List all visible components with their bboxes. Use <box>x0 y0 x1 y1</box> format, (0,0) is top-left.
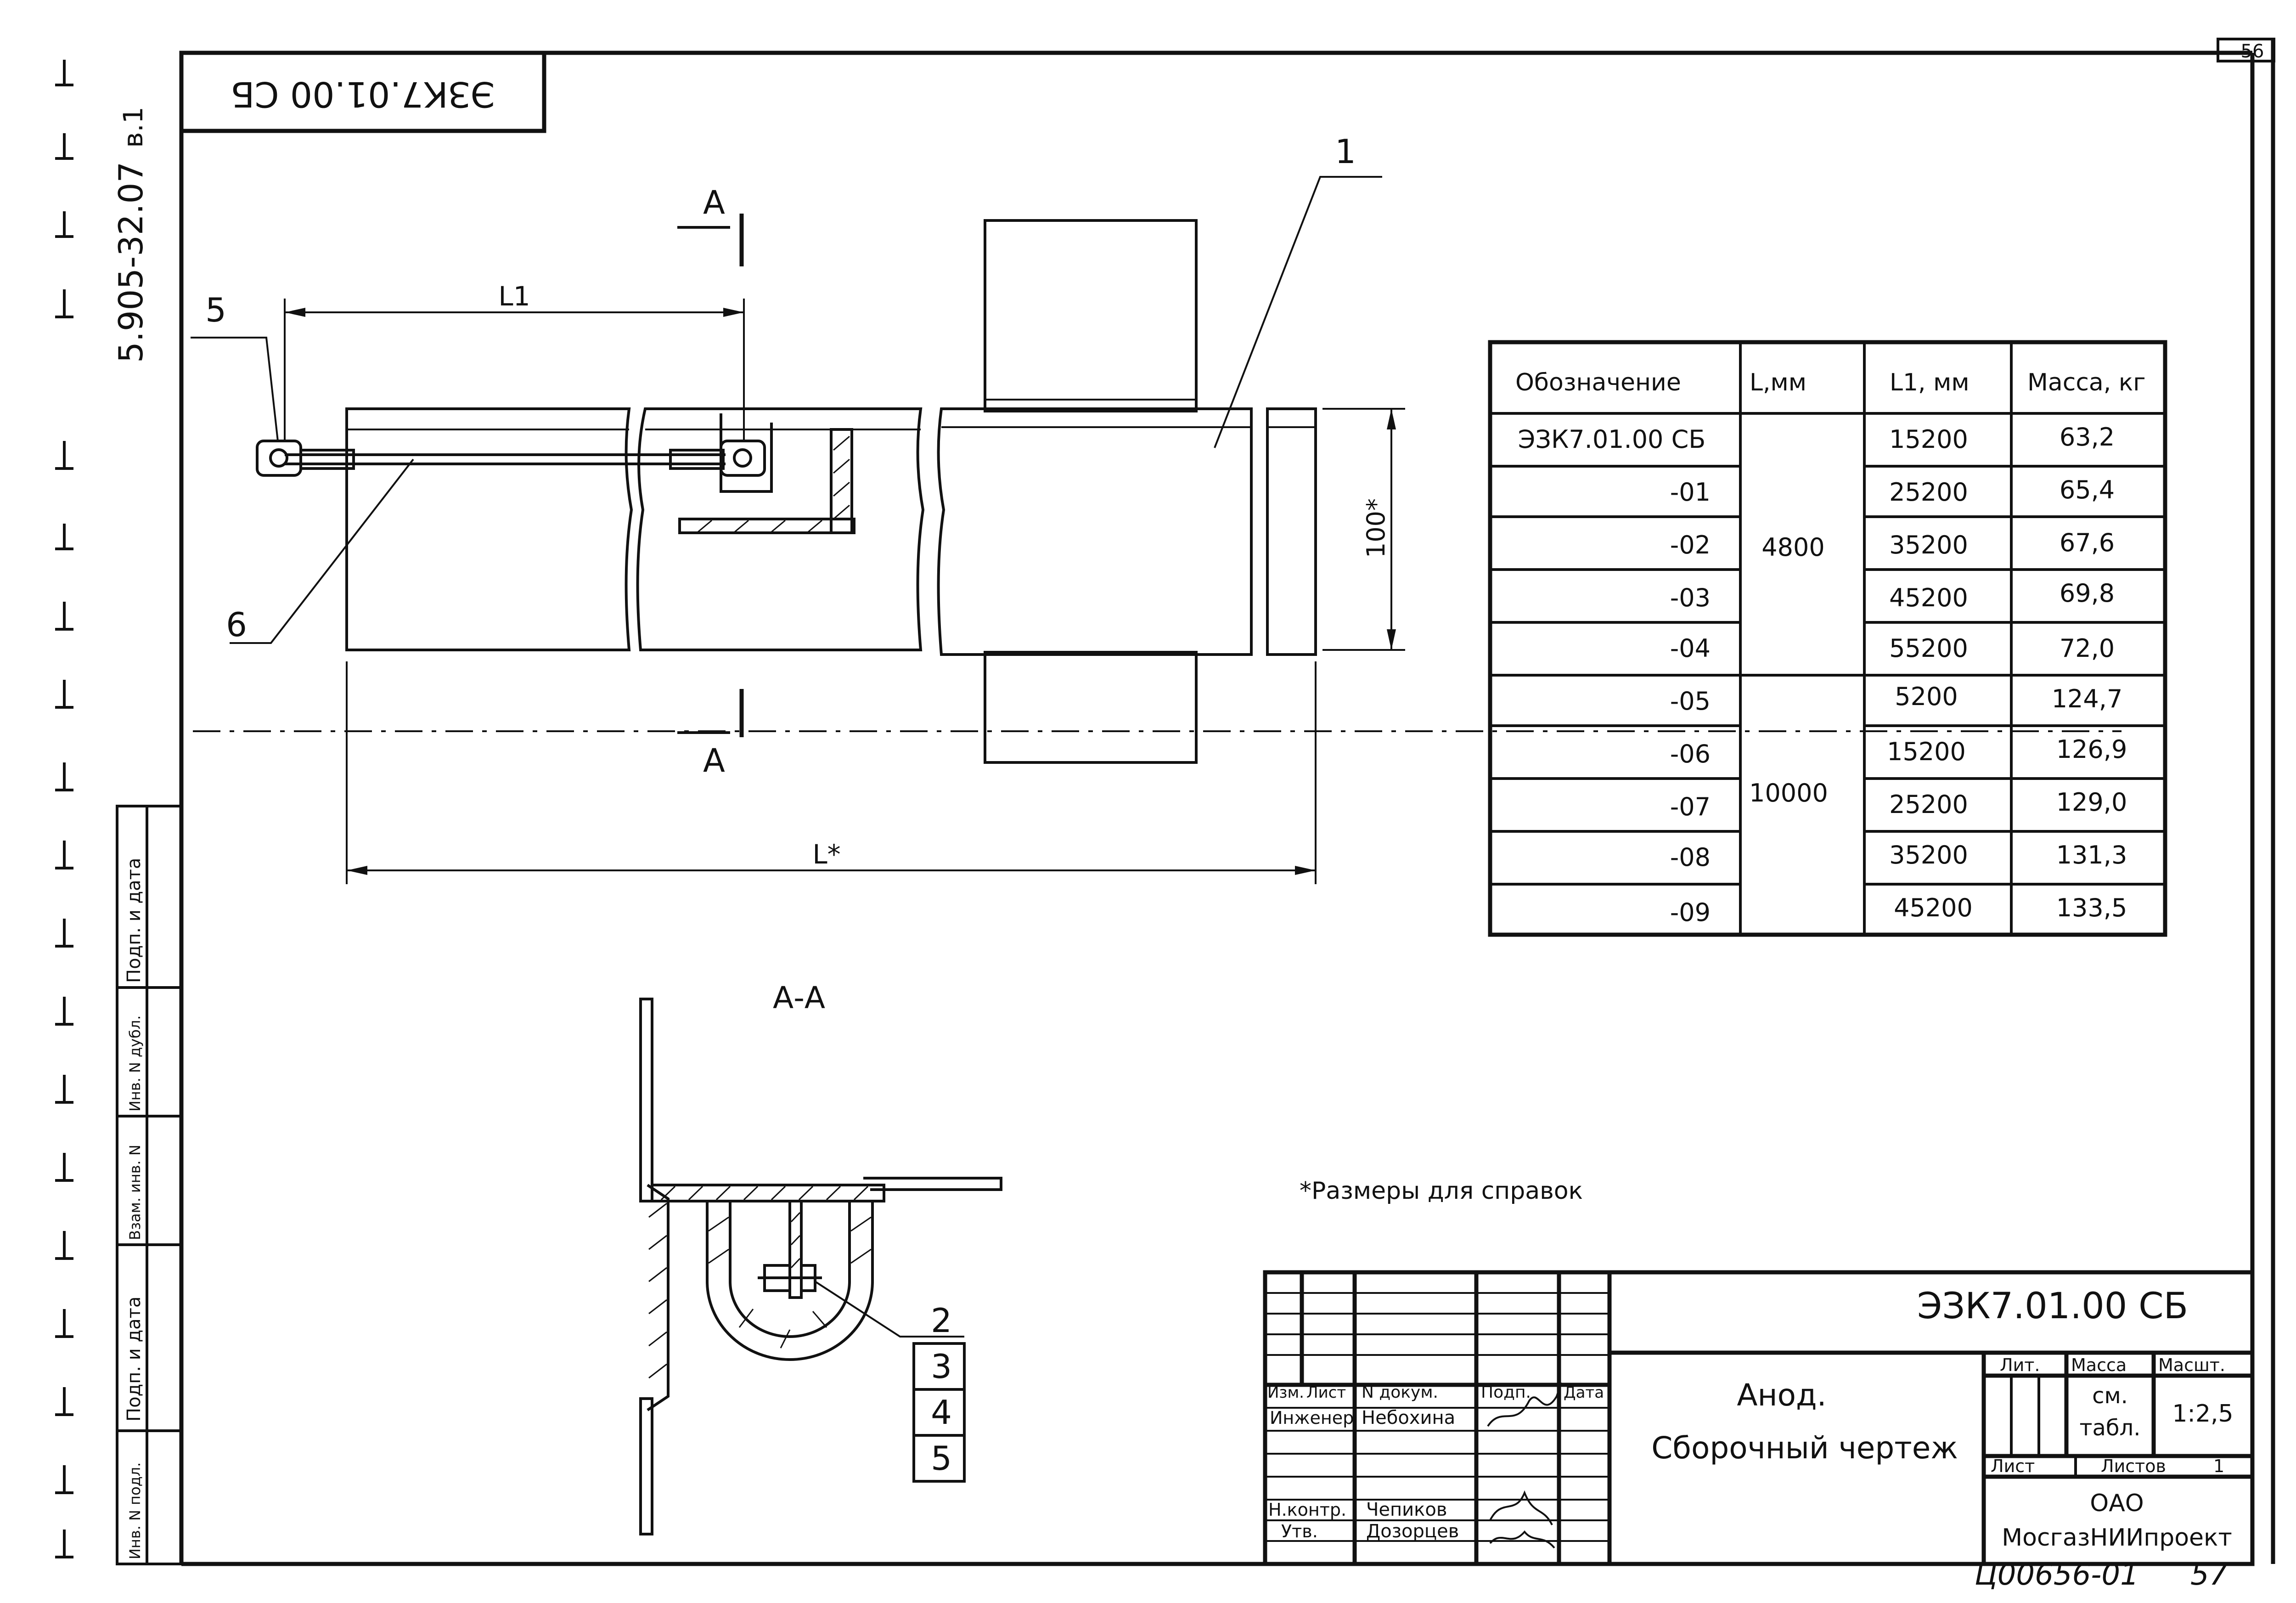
table-cell-mass: 129,0 <box>2056 788 2127 817</box>
title-scale-label: Масшт. <box>2158 1355 2225 1375</box>
title-lit-label: Лит. <box>2000 1355 2040 1375</box>
table-cell-mass: 133,5 <box>2056 893 2127 922</box>
table-cell-l-group-1: 4800 <box>1761 533 1824 562</box>
table-cell-designation: -05 <box>1670 687 1711 716</box>
table-cell-designation: -08 <box>1670 843 1711 872</box>
title-sheets-value: 1 <box>2213 1456 2224 1476</box>
position-5-label: 5 <box>205 291 226 329</box>
table-header-l: L,мм <box>1750 369 1806 396</box>
page-number-bottom: 57 <box>2190 1558 2228 1592</box>
table-cell-designation: -01 <box>1670 478 1711 507</box>
table-cell-l1: 25200 <box>1889 478 1968 507</box>
position-3-label: 3 <box>931 1347 952 1386</box>
side-stamp <box>116 805 183 1565</box>
title-sheets-label: Листов <box>2101 1456 2166 1476</box>
standard-number: 5.905-32.07в.1 <box>112 107 150 363</box>
title-org-line2: МосгазНИИпроект <box>2002 1524 2232 1552</box>
title-mass-value-1: см. <box>2092 1383 2128 1409</box>
signature-utv <box>1489 1530 1555 1549</box>
signature-engineer <box>1487 1382 1562 1427</box>
table-cell-l1: 15200 <box>1887 737 1966 766</box>
table-cell-mass: 124,7 <box>2052 684 2123 713</box>
title-sheet-label: Лист <box>1991 1456 2035 1476</box>
table-cell-l1: 35200 <box>1889 531 1968 559</box>
title-name-engineer: Небохина <box>1362 1407 1455 1428</box>
title-block-name-line1: Анод. <box>1737 1377 1826 1413</box>
position-2-label: 2 <box>931 1301 952 1340</box>
table-cell-l-group-2: 10000 <box>1749 779 1828 807</box>
title-name-utv: Дозорцев <box>1366 1521 1459 1542</box>
dimension-l-label: L* <box>812 839 840 870</box>
title-col-data: Дата <box>1564 1383 1604 1402</box>
title-col-ndoc: N докум. <box>1362 1383 1438 1402</box>
position-6-label: 6 <box>226 605 247 644</box>
table-cell-l1: 45200 <box>1894 893 1973 922</box>
side-stamp-label-3: Взам. инв. N <box>126 1145 144 1240</box>
table-cell-designation: ЭЗК7.01.00 СБ <box>1518 425 1706 454</box>
title-scale-value: 1:2,5 <box>2172 1400 2233 1428</box>
table-cell-designation: -09 <box>1670 898 1711 927</box>
signature-nkontr <box>1489 1490 1553 1525</box>
title-block-name-line2: Сборочный чертеж <box>1651 1430 1958 1466</box>
side-stamp-label-2: Инв. N дубл. <box>126 1015 144 1112</box>
main-view <box>191 176 2122 884</box>
title-role-engineer: Инженер <box>1270 1408 1354 1428</box>
page-number-top: 56 <box>2241 41 2264 62</box>
title-mass-label: Масса <box>2071 1355 2127 1375</box>
side-stamp-label-5: Инв. N подл. <box>126 1462 144 1559</box>
table-cell-l1: 5200 <box>1895 682 1958 711</box>
table-header-l1: L1, мм <box>1890 369 1970 396</box>
title-block-designation: ЭЗК7.01.00 СБ <box>1917 1286 2188 1327</box>
table-cell-designation: -07 <box>1670 792 1711 821</box>
table-cell-mass: 126,9 <box>2056 735 2127 764</box>
table-cell-mass: 72,0 <box>2060 634 2115 663</box>
table-cell-designation: -03 <box>1670 583 1711 612</box>
section-a-bottom-label: А <box>703 742 725 779</box>
rotated-designation: ЭЗК7.01.00 СБ <box>231 74 495 115</box>
title-col-izm: Изм. <box>1267 1383 1304 1402</box>
title-role-nkontr: Н.контр. <box>1268 1500 1346 1520</box>
table-cell-l1: 25200 <box>1889 790 1968 819</box>
table-cell-designation: -02 <box>1670 531 1711 559</box>
side-stamp-label-4: Подп. и дата <box>124 1297 145 1422</box>
table-cell-designation: -06 <box>1670 739 1711 768</box>
table-cell-mass: 65,4 <box>2060 475 2115 504</box>
table-cell-mass: 63,2 <box>2060 423 2115 452</box>
section-title: А-А <box>773 980 825 1016</box>
table-cell-l1: 55200 <box>1889 634 1968 663</box>
title-col-list: Лист <box>1306 1383 1346 1402</box>
title-org-line1: ОАО <box>2090 1490 2144 1517</box>
rotated-designation-box <box>179 51 546 133</box>
title-col-podp: Подп. <box>1481 1383 1531 1402</box>
table-cell-designation: -04 <box>1670 634 1711 663</box>
section-a-top-label: А <box>703 184 725 221</box>
dimension-height-label: 100* <box>1362 498 1390 558</box>
reference-dimensions-note: *Размеры для справок <box>1300 1177 1583 1205</box>
title-block <box>1263 1270 2255 1566</box>
side-stamp-label-1: Подп. и дата <box>124 858 145 983</box>
archive-number: Ц00656-01 <box>1975 1558 2139 1592</box>
title-role-utv: Утв. <box>1281 1521 1318 1541</box>
table-cell-mass: 67,6 <box>2060 528 2115 557</box>
table-cell-l1: 35200 <box>1889 841 1968 869</box>
section-view <box>639 998 1002 1535</box>
table-cell-mass: 131,3 <box>2056 841 2127 869</box>
title-mass-value-2: табл. <box>2080 1415 2141 1441</box>
position-1-label: 1 <box>1335 132 1356 171</box>
table-header-mass: Масса, кг <box>2027 369 2146 396</box>
table-cell-l1: 45200 <box>1889 583 1968 612</box>
title-name-nkontr: Чепиков <box>1366 1499 1447 1520</box>
binding-marks <box>55 60 73 1558</box>
position-4-label: 4 <box>931 1393 952 1432</box>
table-header-designation: Обозначение <box>1515 369 1681 396</box>
table-cell-l1: 15200 <box>1889 425 1968 454</box>
position-5b-label: 5 <box>931 1439 952 1478</box>
dimension-l1-label: L1 <box>498 281 530 312</box>
table-cell-mass: 69,8 <box>2060 579 2115 608</box>
spec-table <box>1488 340 2167 937</box>
